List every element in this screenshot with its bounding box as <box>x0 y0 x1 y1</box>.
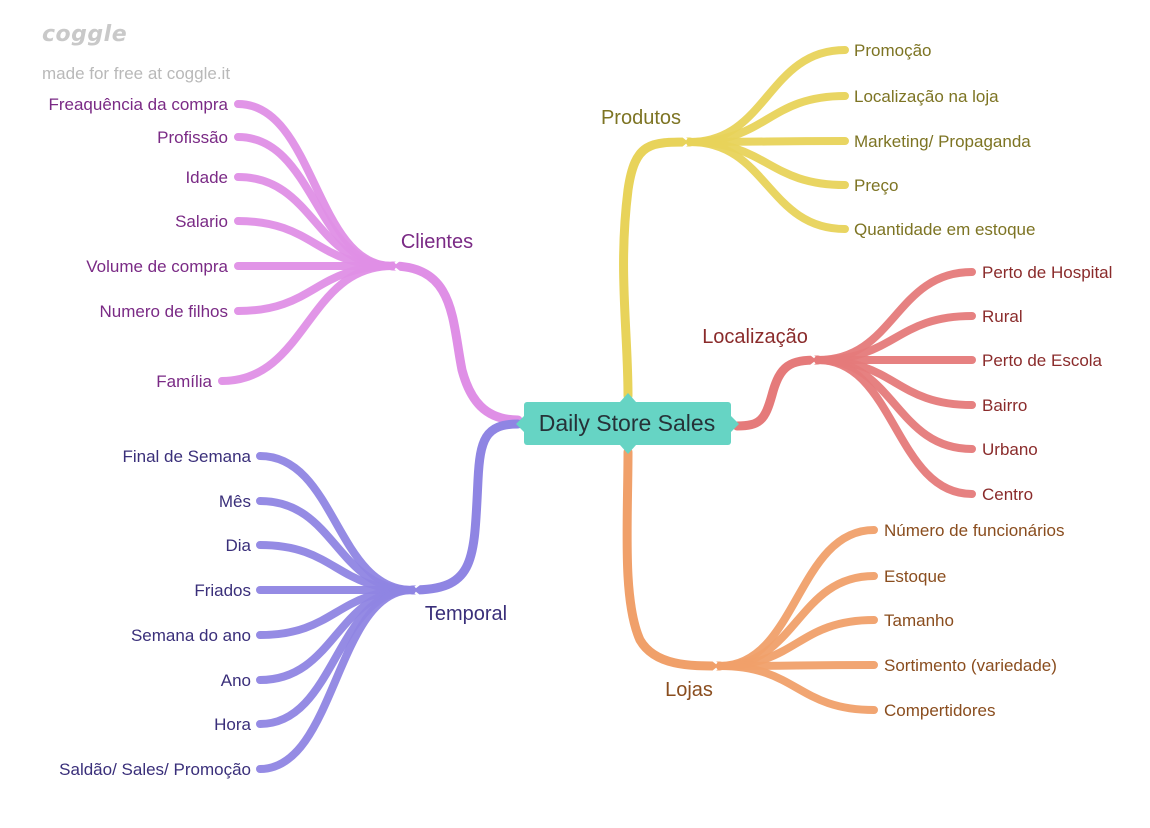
center-node-label: Daily Store Sales <box>539 410 715 436</box>
localizacao-leaf-label[interactable]: Perto de Hospital <box>982 263 1112 282</box>
branch-localizacao-label[interactable]: Localização <box>702 326 808 348</box>
coggle-logo: coggle <box>42 22 128 47</box>
temporal-leaf-label[interactable]: Ano <box>221 671 251 690</box>
temporal-leaf-label[interactable]: Mês <box>219 492 251 511</box>
temporal-leaf-link <box>256 586 416 773</box>
lojas-leaf-label[interactable]: Compertidores <box>884 701 996 720</box>
branch-produtos-label[interactable]: Produtos <box>601 107 681 129</box>
clientes-leaf-link <box>218 262 396 385</box>
localizacao-main-link <box>732 355 823 431</box>
clientes-leaf-label[interactable]: Família <box>156 372 212 391</box>
clientes-leaf-label[interactable]: Volume de compra <box>86 257 228 276</box>
temporal-leaf-label[interactable]: Hora <box>214 715 251 734</box>
coggle-tagline: made for free at coggle.it <box>42 64 231 83</box>
lojas-leaf-label[interactable]: Sortimento (variedade) <box>884 656 1057 675</box>
clientes-leaf-label[interactable]: Idade <box>185 168 228 187</box>
branch-lojas-label[interactable]: Lojas <box>665 679 713 701</box>
produtos-leaf-link <box>686 138 849 233</box>
lojas-leaf-label[interactable]: Tamanho <box>884 611 954 630</box>
localizacao-leaf-link <box>814 356 976 498</box>
lojas-leaf-label[interactable]: Estoque <box>884 567 946 586</box>
localizacao-leaf-label[interactable]: Bairro <box>982 396 1027 415</box>
localizacao-leaf-label[interactable]: Centro <box>982 485 1033 504</box>
temporal-main-link <box>407 419 523 595</box>
temporal-leaf-label[interactable]: Semana do ano <box>131 626 251 645</box>
temporal-leaf-label[interactable]: Final de Semana <box>122 447 251 466</box>
clientes-leaf-label[interactable]: Profissão <box>157 128 228 147</box>
clientes-leaf-label[interactable]: Numero de filhos <box>99 302 228 321</box>
localizacao-leaf-label[interactable]: Urbano <box>982 440 1038 459</box>
clientes-leaf-label[interactable]: Salario <box>175 212 228 231</box>
temporal-leaf-label[interactable]: Saldão/ Sales/ Promoção <box>59 760 251 779</box>
lojas-main-link <box>622 447 725 671</box>
lojas-leaf-link <box>716 662 878 714</box>
produtos-leaf-label[interactable]: Marketing/ Propaganda <box>854 132 1031 151</box>
lojas-leaf-label[interactable]: Número de funcionários <box>884 521 1064 540</box>
localizacao-leaf-label[interactable]: Rural <box>982 307 1023 326</box>
produtos-leaf-label[interactable]: Preço <box>854 176 898 195</box>
clientes-main-link <box>387 261 523 425</box>
produtos-leaf-label[interactable]: Localização na loja <box>854 87 999 106</box>
produtos-main-link <box>619 137 695 401</box>
localizacao-leaf-label[interactable]: Perto de Escola <box>982 351 1103 370</box>
produtos-leaf-label[interactable]: Promoção <box>854 41 931 60</box>
branch-clientes-label[interactable]: Clientes <box>401 231 473 253</box>
temporal-leaf-label[interactable]: Friados <box>194 581 251 600</box>
temporal-leaf-label[interactable]: Dia <box>225 536 251 555</box>
center-node[interactable]: Daily Store Sales <box>516 393 739 454</box>
produtos-leaf-label[interactable]: Quantidade em estoque <box>854 220 1035 239</box>
branch-temporal-label[interactable]: Temporal <box>425 603 507 625</box>
clientes-leaf-label[interactable]: Freaquência da compra <box>48 95 228 114</box>
